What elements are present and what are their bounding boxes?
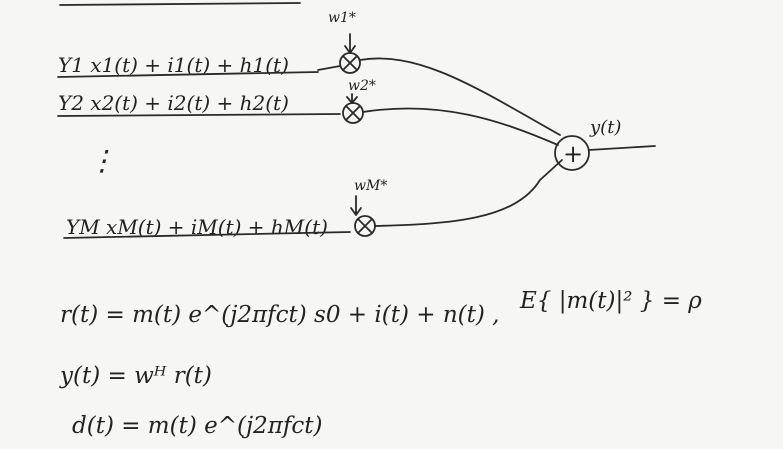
input-line-1 (57, 71, 319, 78)
summer-symbol: + (563, 140, 583, 168)
equation-d: d(t) = m(t) e^(j2πfct) (72, 413, 322, 439)
output-label: y(t) (589, 117, 621, 138)
weight-label-2: w2* (348, 78, 376, 94)
ellipsis: ⋮ (88, 144, 116, 177)
output-line (588, 145, 656, 151)
multiplier-2 (342, 102, 364, 124)
multiplier-m (354, 215, 376, 237)
feed-line-m (374, 159, 563, 227)
top-stroke (59, 2, 301, 6)
weight-label-1: w1* (328, 10, 356, 26)
equation-r: r(t) = m(t) e^(j2πfct) s0 + i(t) + n(t) … (60, 302, 499, 328)
weight-arrow-1 (344, 33, 356, 54)
summer-node: + (554, 135, 590, 171)
input-label-2: Y2 x2(t) + i2(t) + h2(t) (58, 91, 289, 115)
weight-arrow-m (350, 195, 362, 216)
input-line-m (63, 231, 351, 239)
feed-line-1 (359, 57, 561, 136)
mult-in-1 (317, 65, 341, 71)
weight-arrow-2 (346, 93, 358, 104)
feed-line-2 (362, 107, 559, 146)
multiplier-1 (339, 52, 361, 74)
equation-expectation: E{ |m(t)|² } = ρ (519, 288, 702, 314)
weight-label-m: wM* (354, 178, 387, 194)
input-line-2 (57, 113, 341, 117)
equation-y: y(t) = wᴴ r(t) (59, 363, 212, 389)
